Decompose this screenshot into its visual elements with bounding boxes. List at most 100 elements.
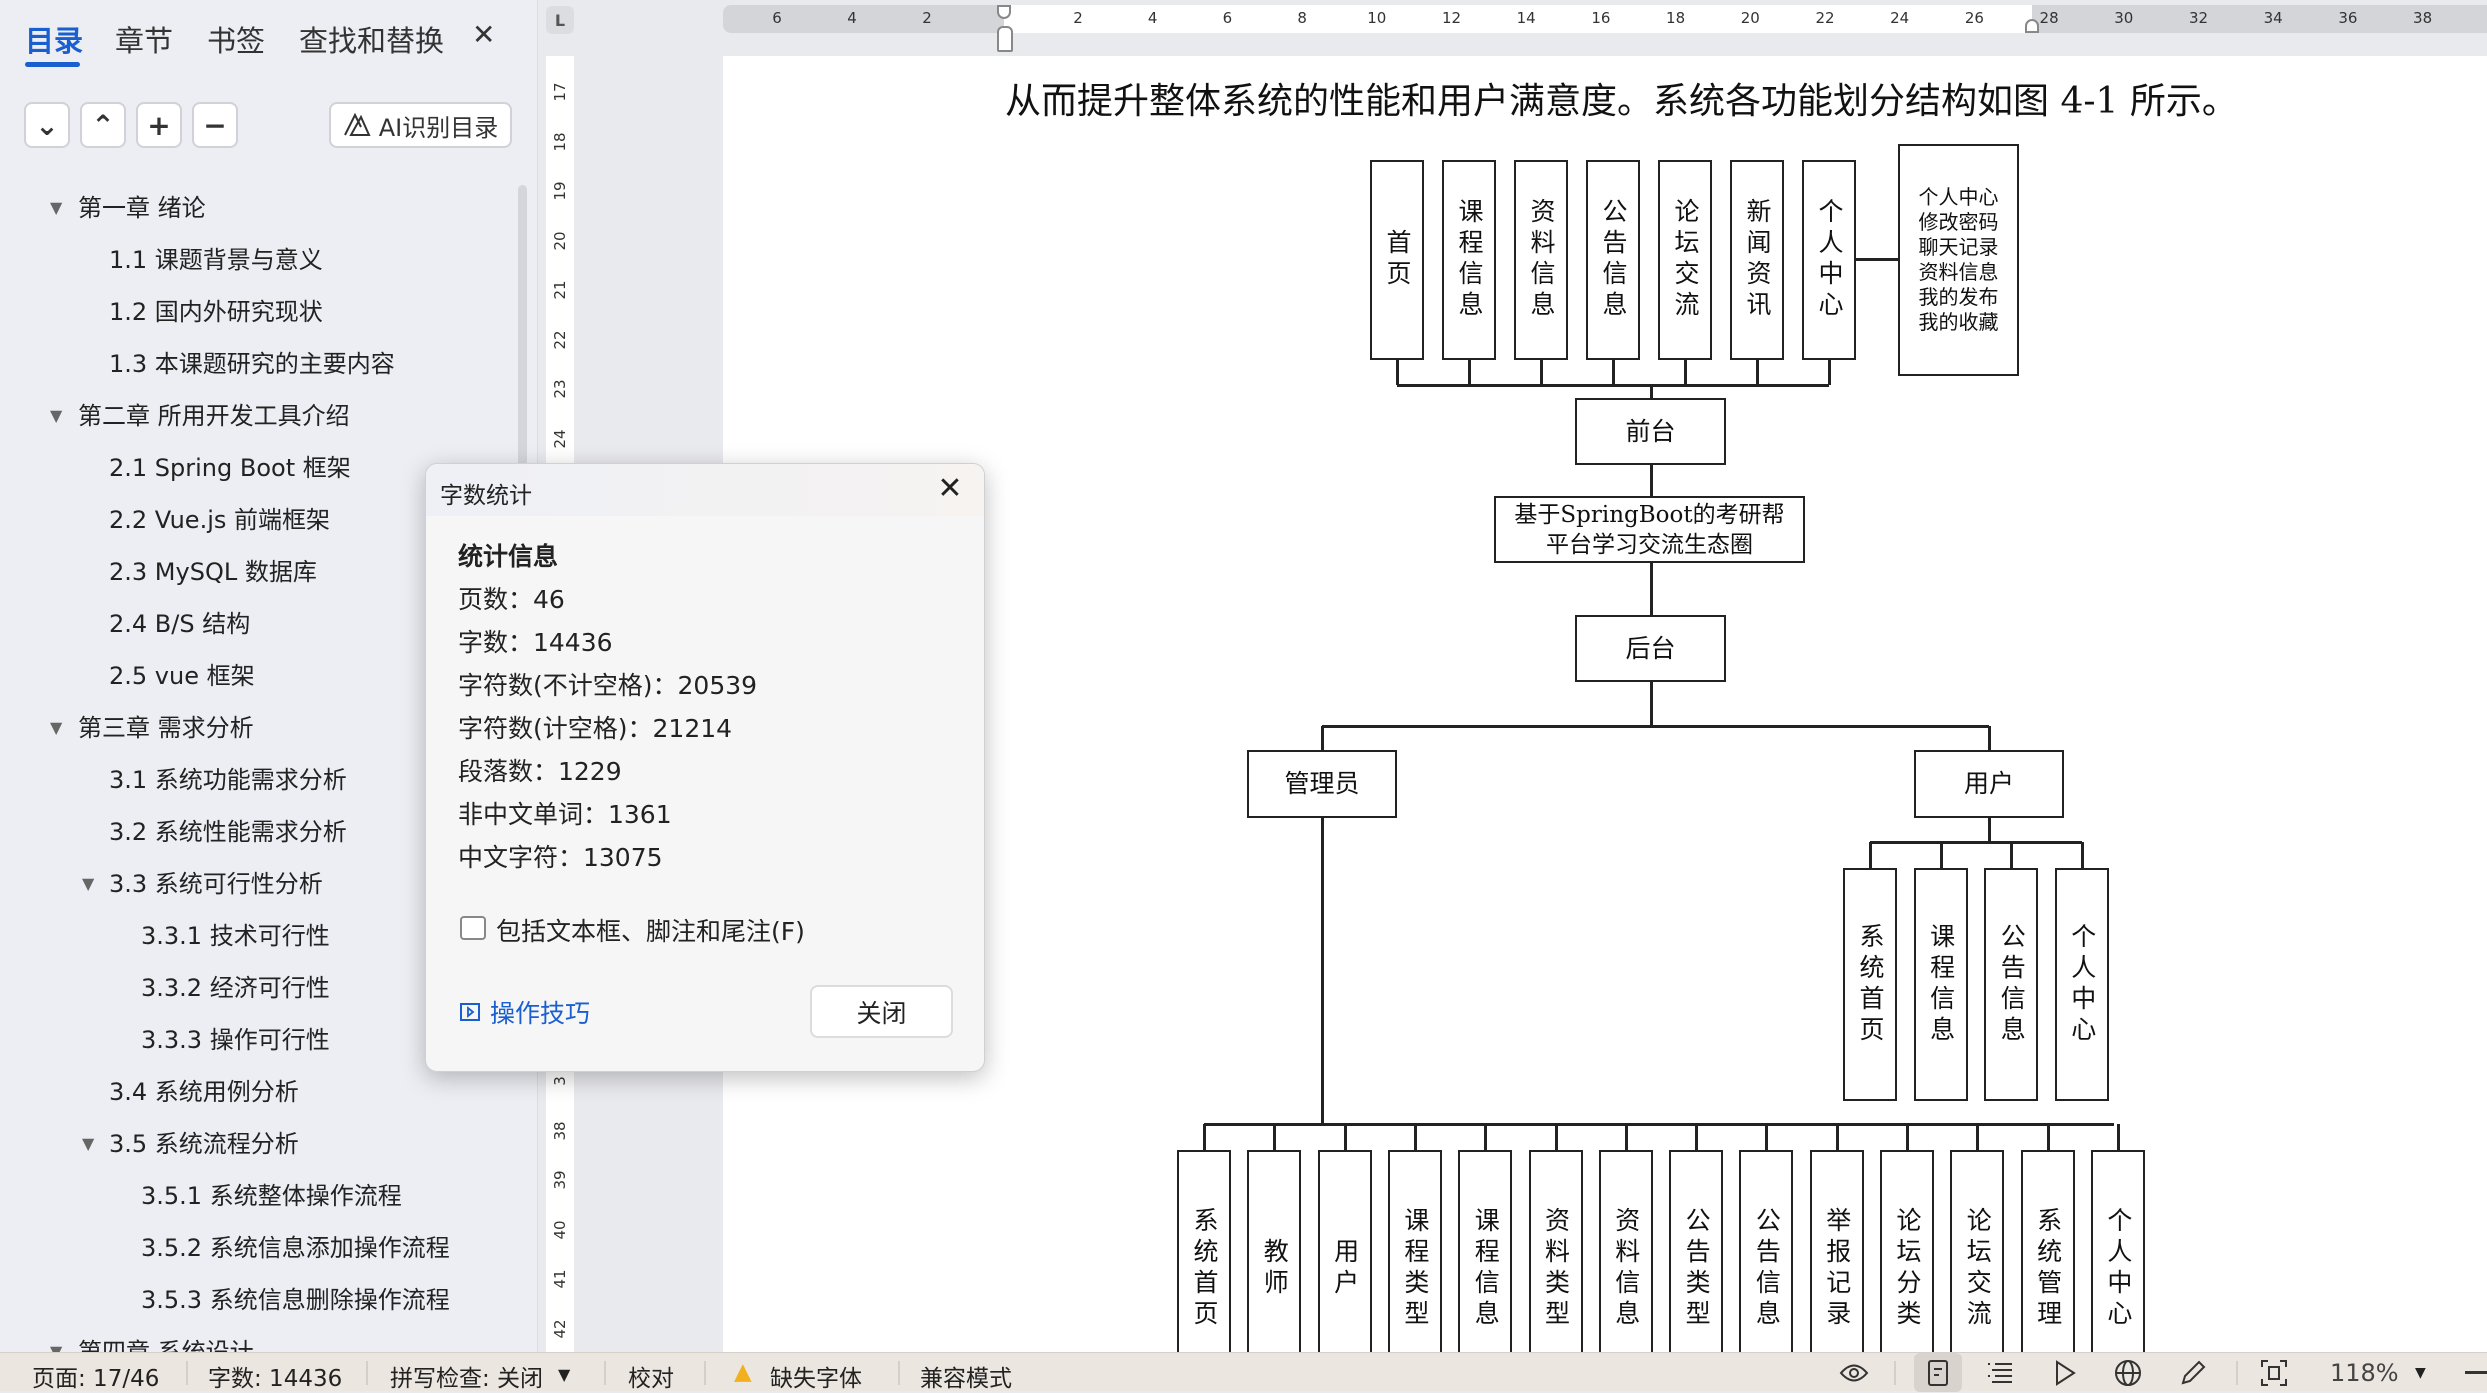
toc-item[interactable]: 2.3 MySQL 数据库: [109, 558, 317, 586]
pen-icon[interactable]: [2177, 1357, 2209, 1389]
web-view-icon[interactable]: [2112, 1357, 2144, 1389]
expand-down-button[interactable]: ⌄: [24, 102, 70, 148]
expand-triangle-icon[interactable]: ▼: [50, 718, 63, 737]
add-heading-button[interactable]: +: [136, 102, 182, 148]
toc-item[interactable]: 1.1 课题背景与意义: [109, 246, 323, 274]
include-textbox-label[interactable]: 包括文本框、脚注和尾注(F): [496, 917, 805, 946]
toc-item[interactable]: 第三章 需求分析: [78, 714, 254, 742]
connector-line: [1756, 360, 1759, 385]
node-label: 公告信息: [1997, 922, 2027, 1047]
collapse-up-button[interactable]: ⌃: [80, 102, 126, 148]
spellcheck-toggle[interactable]: 拼写检查: 关闭: [390, 1366, 544, 1392]
expand-triangle-icon[interactable]: ▼: [50, 1342, 63, 1352]
toc-scrollbar[interactable]: [518, 185, 527, 505]
toc-item[interactable]: 3.5 系统流程分析: [109, 1130, 299, 1158]
ai-recognize-toc-button[interactable]: AI识别目录: [329, 102, 512, 148]
node-label: 管理员: [1284, 769, 1360, 798]
warning-icon: ▲: [734, 1359, 752, 1385]
connector-line: [2046, 1124, 2050, 1150]
connector-line: [1204, 1123, 2114, 1126]
include-textbox-checkbox[interactable]: [460, 916, 486, 940]
zoom-dropdown-icon[interactable]: ▼: [2415, 1365, 2426, 1381]
connector-line: [1321, 726, 1324, 750]
divider: [2236, 1361, 2238, 1385]
connector-line: [2010, 842, 2014, 868]
tab-bookmarks[interactable]: 书签: [207, 24, 266, 58]
toc-item[interactable]: 第一章 绪论: [78, 194, 206, 222]
tab-chapters[interactable]: 章节: [115, 24, 174, 58]
left-indent-handle[interactable]: [997, 26, 1013, 52]
eye-protection-icon[interactable]: [1838, 1357, 1870, 1389]
zoom-level[interactable]: 118%: [2330, 1359, 2399, 1387]
toc-item[interactable]: 3.3.3 操作可行性: [141, 1026, 330, 1054]
play-icon[interactable]: [2049, 1357, 2081, 1389]
status-bar: 页面: 17/46 字数: 14436 拼写检查: 关闭 ▼ 校对 ▲ 缺失字体…: [0, 1352, 2487, 1392]
stat-row: 非中文单词：1361: [458, 800, 672, 829]
missing-fonts-button[interactable]: 缺失字体: [770, 1366, 862, 1392]
node-label: 公告信息: [1599, 198, 1628, 322]
outline-view-icon[interactable]: [1984, 1357, 2016, 1389]
toc-item[interactable]: 3.2 系统性能需求分析: [109, 818, 347, 846]
connector-line: [1468, 360, 1471, 385]
toc-item[interactable]: 2.1 Spring Boot 框架: [109, 454, 351, 482]
node-label: 课程信息: [1471, 1207, 1501, 1331]
toc-item[interactable]: 1.2 国内外研究现状: [109, 298, 323, 326]
tab-toc[interactable]: 目录: [25, 24, 84, 58]
right-indent-handle[interactable]: [2025, 19, 2039, 33]
ruler-label: 22: [551, 329, 569, 350]
toc-item[interactable]: 3.3.2 经济可行性: [141, 974, 330, 1002]
expand-triangle-icon[interactable]: ▼: [82, 874, 95, 893]
connector-line: [1906, 1124, 1909, 1150]
toc-item[interactable]: 3.3 系统可行性分析: [109, 870, 323, 898]
tips-link[interactable]: 操作技巧: [460, 994, 590, 1030]
toc-item[interactable]: 第二章 所用开发工具介绍: [78, 402, 350, 430]
toc-item[interactable]: 3.1 系统功能需求分析: [109, 766, 347, 794]
ruler-label: 4: [1147, 9, 1158, 27]
expand-triangle-icon[interactable]: ▼: [50, 198, 63, 217]
document-page[interactable]: 从而提升整体系统的性能和用户满意度。系统各功能划分结构如图 4-1 所示。 首页…: [723, 56, 2487, 1352]
system-title-line: 基于SpringBoot的考研帮: [1514, 501, 1785, 528]
connector-line: [1856, 258, 1898, 261]
word-count-indicator[interactable]: 字数: 14436: [208, 1366, 343, 1392]
ruler-label: 28: [2039, 9, 2059, 27]
module-box: 论坛交流: [1658, 160, 1712, 360]
connector-line: [1835, 1124, 1839, 1150]
close-pane-icon[interactable]: ✕: [472, 18, 496, 51]
detail-line: 聊天记录: [1918, 235, 1999, 259]
user-module-box: 公告信息: [1984, 868, 2039, 1101]
toc-item[interactable]: 3.5.3 系统信息删除操作流程: [141, 1286, 450, 1314]
toc-item[interactable]: 2.4 B/S 结构: [109, 610, 251, 638]
toc-item[interactable]: 第四章 系统设计: [78, 1338, 254, 1352]
dialog-close-icon[interactable]: ✕: [937, 471, 963, 506]
admin-module-box: 用户: [1317, 1150, 1372, 1352]
toc-item[interactable]: 2.5 vue 框架: [109, 662, 255, 690]
toc-item[interactable]: 3.3.1 技术可行性: [141, 922, 330, 950]
connector-line: [1988, 818, 1991, 842]
close-button[interactable]: 关闭: [810, 985, 953, 1038]
module-box: 首页: [1370, 160, 1424, 360]
connector-line: [1396, 360, 1399, 385]
expand-triangle-icon[interactable]: ▼: [50, 406, 63, 425]
word-count-dialog: 字数统计 ✕ 统计信息 包括文本框、脚注和尾注(F) 操作技巧 关闭 页数：46…: [425, 463, 985, 1072]
toc-item[interactable]: 1.3 本课题研究的主要内容: [109, 350, 395, 378]
toc-item[interactable]: 3.4 系统用例分析: [109, 1078, 299, 1106]
chevron-down-icon[interactable]: ▼: [558, 1365, 571, 1384]
tab-find-replace[interactable]: 查找和替换: [299, 24, 445, 58]
ruler-label: 26: [1964, 9, 1984, 27]
fit-page-icon[interactable]: [2258, 1357, 2290, 1389]
tab-stop-selector[interactable]: L: [546, 6, 574, 34]
page-indicator[interactable]: 页面: 17/46: [32, 1366, 160, 1392]
proofread-button[interactable]: 校对: [628, 1366, 674, 1392]
toc-item[interactable]: 2.2 Vue.js 前端框架: [109, 506, 330, 534]
zoom-out-icon[interactable]: [2465, 1371, 2487, 1374]
expand-triangle-icon[interactable]: ▼: [82, 1134, 95, 1153]
node-label: 课程信息: [1455, 198, 1484, 322]
dialog-title: 字数统计: [440, 483, 532, 509]
toc-item[interactable]: 3.5.2 系统信息添加操作流程: [141, 1234, 450, 1262]
ai-icon: [343, 113, 371, 136]
ruler-label: 6: [772, 9, 782, 27]
page-view-icon[interactable]: [1914, 1353, 1962, 1392]
remove-heading-button[interactable]: −: [192, 102, 238, 148]
first-line-indent-handle[interactable]: [997, 5, 1011, 19]
toc-item[interactable]: 3.5.1 系统整体操作流程: [141, 1182, 402, 1210]
